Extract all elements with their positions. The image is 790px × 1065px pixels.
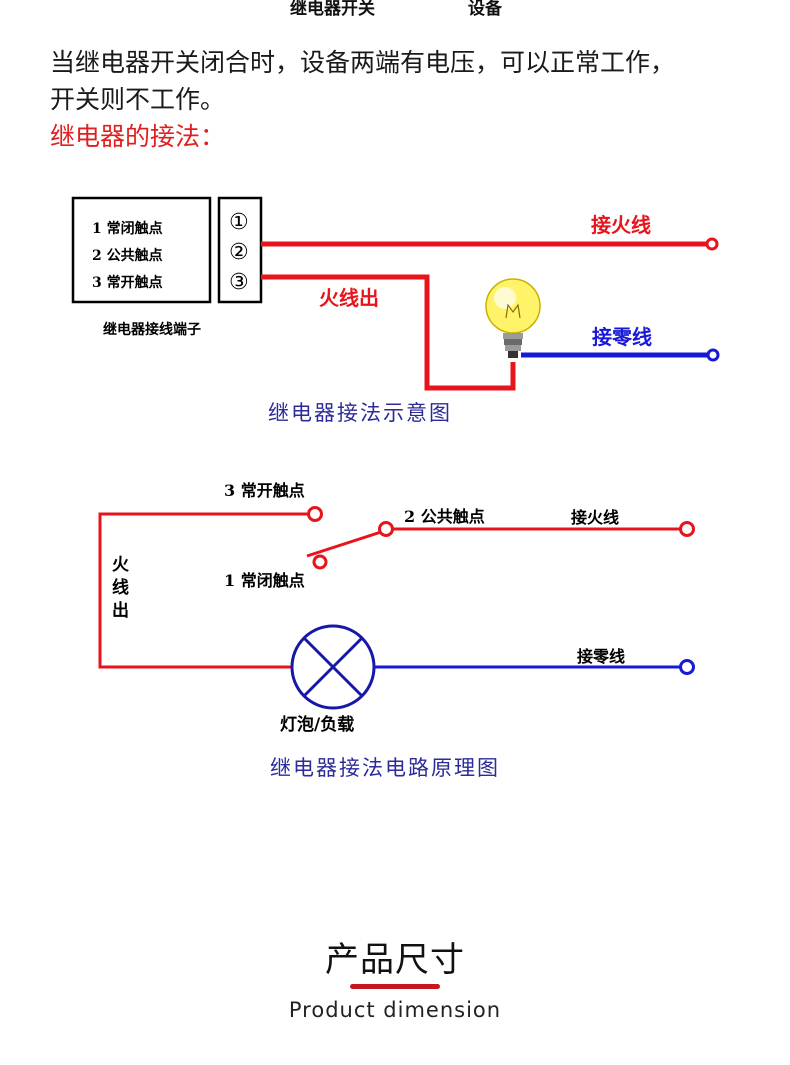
live-in-terminal: [705, 237, 719, 251]
intro-line-2: 开关则不工作。: [50, 85, 226, 114]
live-out-label: 火线出: [319, 286, 379, 310]
section-title-underline: [350, 984, 440, 989]
top-image-labels: 继电器开关 设备: [0, 0, 790, 19]
live-out-vertical-1: 火: [112, 555, 130, 575]
intro-line-1: 当继电器开关闭合时，设备两端有电压，可以正常工作，: [50, 48, 676, 77]
legend-nc: 1 常闭触点: [92, 220, 163, 237]
relay-switch-label: 继电器开关: [290, 0, 375, 19]
intro-paragraph: 当继电器开关闭合时，设备两端有电压，可以正常工作， 开关则不工作。 继电器的接法…: [50, 44, 750, 155]
relay-wiring-diagram: 1 常闭触点 2 公共触点 3 常开触点 ① ② ③ 继电器接线端子 接火线 火…: [71, 196, 720, 425]
terminal-legend-box: [71, 196, 212, 304]
common-contact-terminal: [378, 521, 394, 537]
nc-contact-terminal: [312, 554, 328, 570]
terminal-block-caption: 继电器接线端子: [103, 321, 201, 338]
no-contact-label: 3 常开触点: [224, 481, 305, 500]
live-in-label-2: 接火线: [571, 508, 619, 527]
light-bulb-icon: [485, 278, 541, 358]
legend-no: 3 常开触点: [92, 274, 163, 291]
common-contact-label: 2 公共触点: [404, 507, 485, 526]
neutral-terminal-2: [679, 659, 695, 675]
diagram1-caption: 继电器接法示意图: [268, 401, 452, 425]
section-title-cn: 产品尺寸: [325, 940, 465, 980]
live-in-terminal-2: [679, 521, 695, 537]
lamp-load-icon: [290, 624, 376, 710]
terminal-block: [217, 196, 263, 304]
live-out-wire: [261, 274, 516, 391]
no-contact-terminal: [307, 506, 323, 522]
section-title-en: Product dimension: [288, 998, 502, 1022]
switch-arm: [306, 529, 385, 558]
legend-common: 2 公共触点: [92, 247, 163, 264]
live-out-vertical-3: 出: [112, 600, 129, 621]
neutral-label-2: 接零线: [577, 647, 625, 666]
relay-circuit-diagram: 3 常开触点 2 公共触点 接火线 1 常闭触点 火 线 出 灯泡/负载 接零线…: [98, 481, 695, 780]
nc-contact-label: 1 常闭触点: [224, 571, 305, 590]
live-out-vertical-2: 线: [112, 577, 129, 598]
live-in-label: 接火线: [591, 213, 651, 237]
neutral-label: 接零线: [592, 325, 652, 349]
neutral-terminal: [706, 348, 720, 362]
load-label: 灯泡/负载: [280, 714, 354, 735]
terminal-3: ③: [229, 270, 249, 295]
wiring-heading: 继电器的接法：: [50, 122, 226, 151]
terminal-1: ①: [229, 210, 249, 235]
diagram2-caption: 继电器接法电路原理图: [270, 756, 500, 780]
live-out-loop-wire: [98, 512, 309, 669]
terminal-2: ②: [229, 240, 249, 265]
device-label: 设备: [468, 0, 502, 19]
